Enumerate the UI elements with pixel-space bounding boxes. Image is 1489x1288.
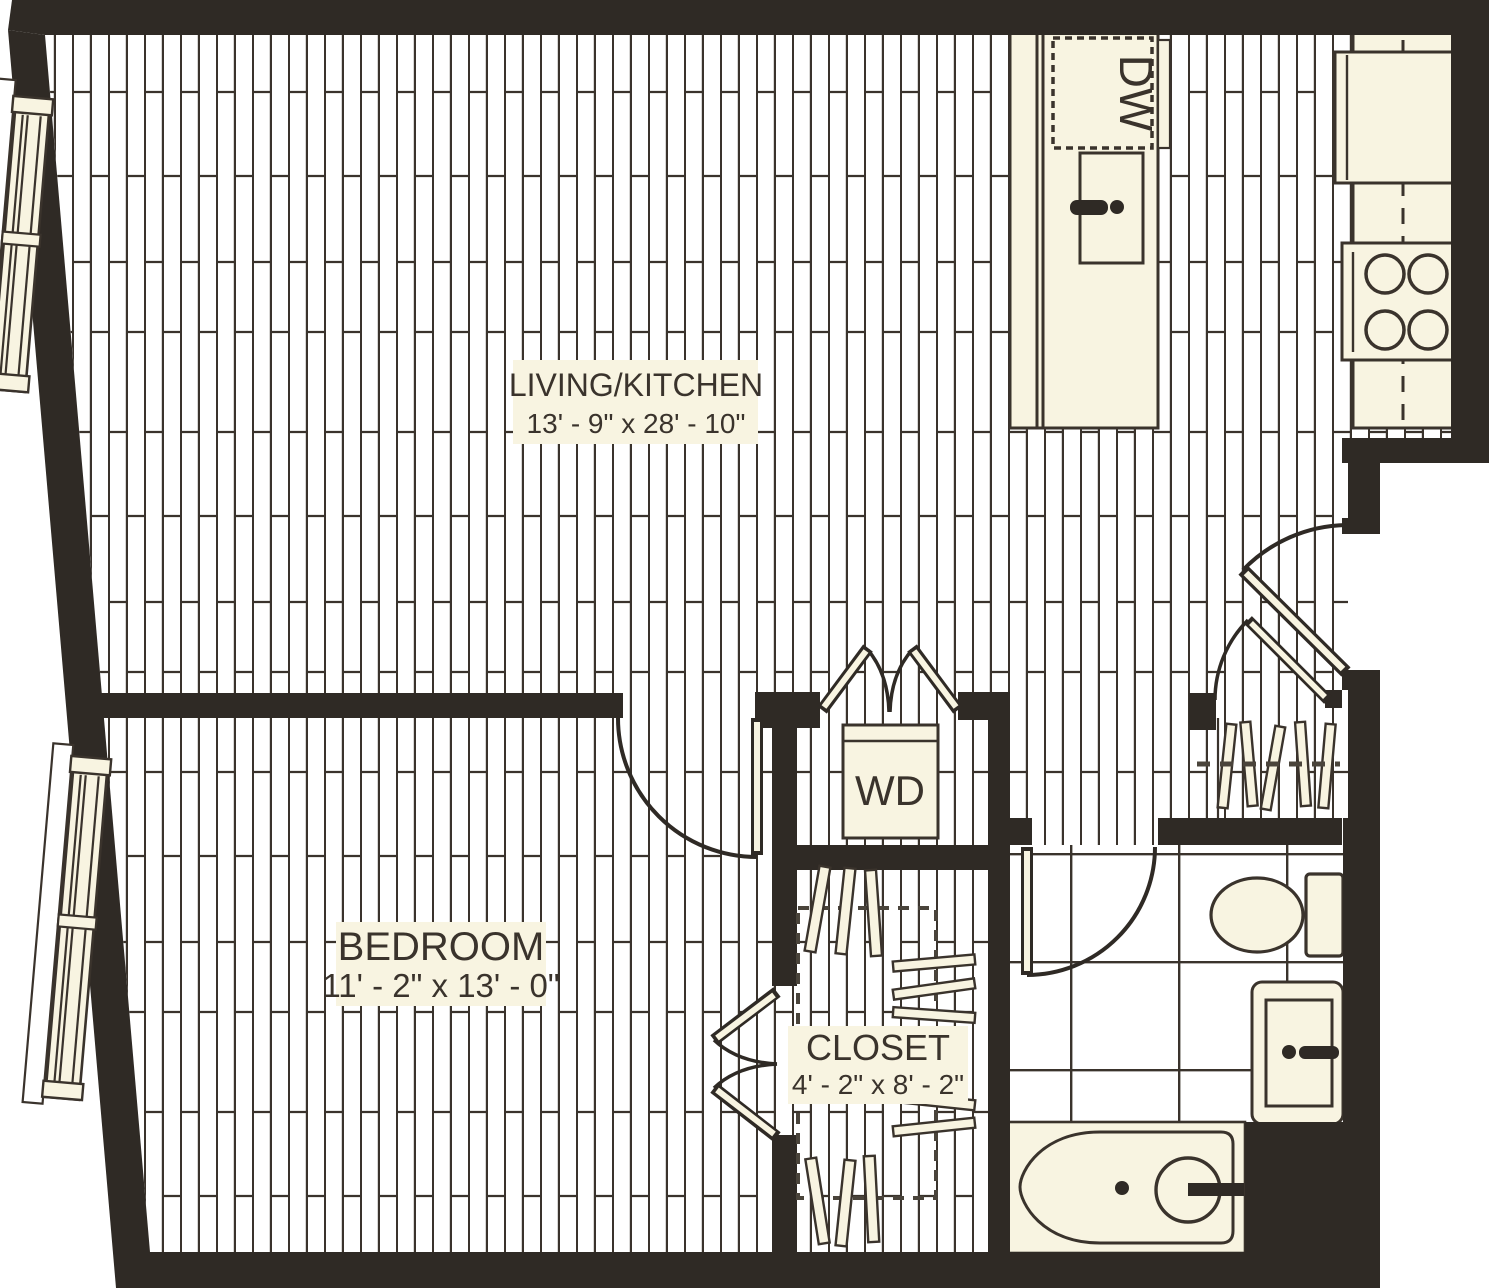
closet-bifold-doors bbox=[710, 987, 781, 1142]
faucet-icon bbox=[1299, 1046, 1339, 1059]
living-kitchen-name: LIVING/KITCHEN bbox=[509, 367, 763, 403]
burner-icon bbox=[1407, 309, 1449, 351]
hanger-icon bbox=[863, 868, 884, 958]
wall-bathroom-door-jamb bbox=[1008, 818, 1032, 845]
toilet bbox=[1209, 872, 1345, 958]
door-leaf bbox=[1243, 570, 1346, 672]
wall-closet-left-upper bbox=[772, 716, 797, 986]
wall-corner-chunk bbox=[1245, 1122, 1380, 1288]
hanger-icon bbox=[834, 866, 857, 956]
bathroom-door bbox=[1021, 846, 1157, 977]
washer-dryer-label: WD bbox=[855, 767, 925, 814]
kitchen-sink bbox=[1070, 151, 1145, 265]
entry-closet-door bbox=[1213, 616, 1332, 704]
window-bedroom bbox=[21, 742, 113, 1105]
refrigerator bbox=[1333, 50, 1455, 185]
wall-closet-right bbox=[988, 694, 1010, 1252]
washer-dryer-unit: WD bbox=[841, 723, 940, 840]
walls bbox=[8, 0, 1489, 1288]
label-bedroom: BEDROOM 11' - 2" x 13' - 0" bbox=[322, 922, 560, 1006]
wall-bottom bbox=[128, 1252, 1245, 1288]
wall-top bbox=[8, 0, 1489, 35]
wd-bifold-doors bbox=[817, 644, 963, 714]
living-kitchen-dims: 13' - 9" x 28' - 10" bbox=[527, 408, 746, 439]
hanger-icon bbox=[862, 1154, 881, 1244]
entry-closet bbox=[1197, 718, 1340, 818]
label-living-kitchen: LIVING/KITCHEN 13' - 9" x 28' - 10" bbox=[509, 360, 763, 444]
door-leaf bbox=[1249, 621, 1327, 699]
closet-name: CLOSET bbox=[806, 1027, 950, 1068]
wall-entry-closet-jamb bbox=[1189, 693, 1216, 730]
wall-bathroom-top bbox=[1158, 818, 1342, 845]
entry-door-jamb bbox=[1342, 518, 1380, 534]
wall-right-upper bbox=[1451, 0, 1489, 445]
wall-left-slanted bbox=[8, 30, 150, 1288]
hanger-icon bbox=[891, 953, 977, 973]
faucet-icon bbox=[1070, 200, 1108, 215]
wall-step bbox=[1342, 438, 1489, 463]
window-living bbox=[0, 77, 55, 411]
hanger-icon bbox=[891, 976, 977, 1002]
bedroom-dims: 11' - 2" x 13' - 0" bbox=[322, 967, 559, 1004]
label-closet: CLOSET 4' - 2" x 8' - 2" bbox=[788, 1026, 968, 1104]
entry-door bbox=[1238, 523, 1351, 677]
dishwasher-label: DW bbox=[1110, 55, 1162, 132]
entry-door-jamb bbox=[1342, 670, 1380, 690]
wall-bedroom bbox=[98, 693, 623, 718]
burner-icon bbox=[1407, 253, 1449, 295]
hanger-icon bbox=[891, 1005, 977, 1025]
dishwasher: DW bbox=[1051, 36, 1162, 150]
hanger-icon bbox=[834, 1158, 857, 1248]
burner-icon bbox=[1364, 309, 1406, 351]
closet-dims: 4' - 2" x 8' - 2" bbox=[792, 1069, 964, 1100]
bathroom-sink-vanity bbox=[1250, 980, 1345, 1126]
wall-wd-bottom bbox=[772, 845, 1010, 870]
stove bbox=[1340, 241, 1455, 362]
hanger-icon bbox=[891, 1116, 977, 1138]
bathtub bbox=[1006, 1120, 1247, 1255]
burner-icon bbox=[1364, 253, 1406, 295]
hanger-icon bbox=[803, 864, 832, 954]
hanger-icon bbox=[1259, 724, 1287, 812]
hanger-icon bbox=[803, 1156, 832, 1246]
bedroom-door bbox=[616, 717, 763, 859]
wall-closet-left-lower bbox=[772, 1135, 797, 1252]
bedroom-name: BEDROOM bbox=[338, 925, 545, 969]
